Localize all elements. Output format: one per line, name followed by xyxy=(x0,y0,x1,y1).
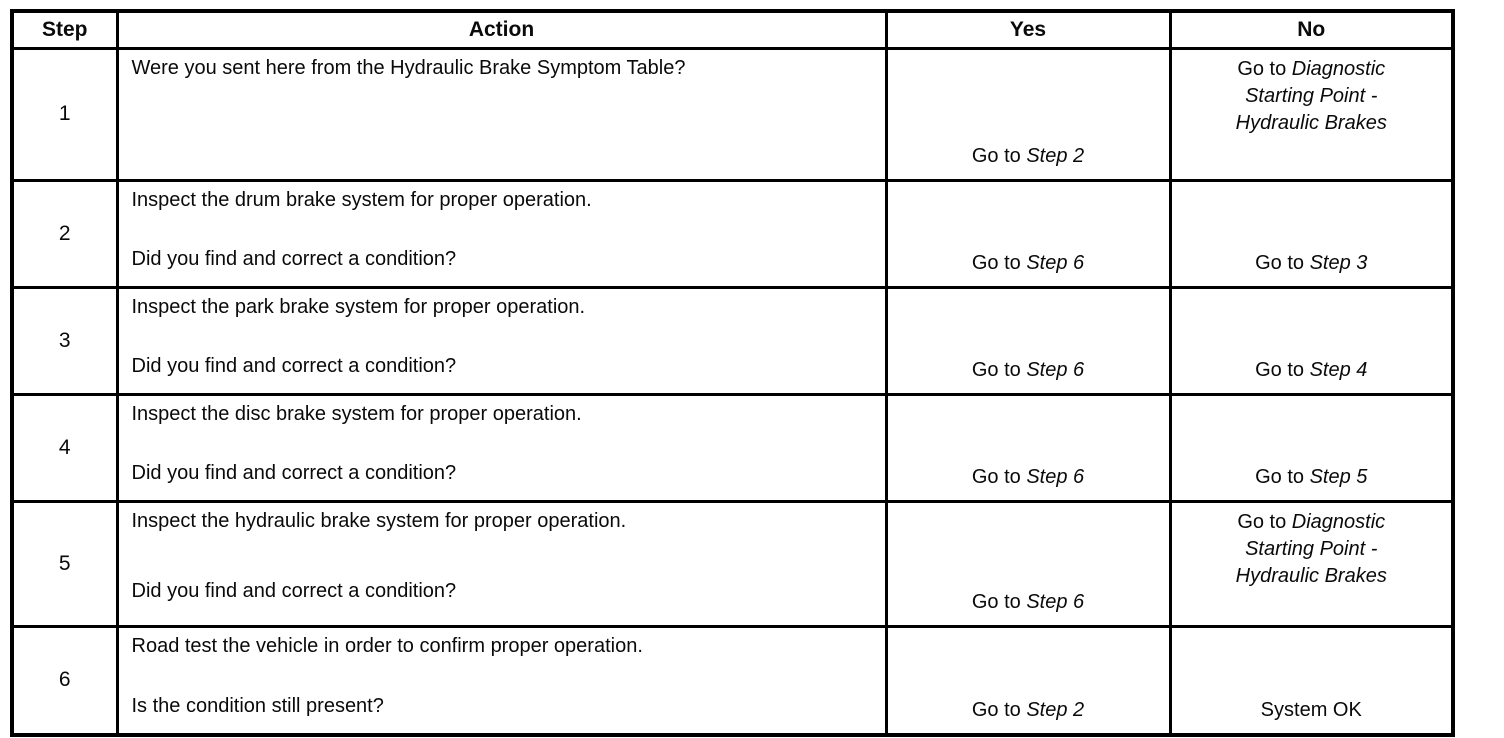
goto-target: Step 4 xyxy=(1309,358,1368,381)
action-line-1: Road test the vehicle in order to confir… xyxy=(131,634,643,657)
action-cell: Inspect the park brake system for proper… xyxy=(115,285,888,396)
goto-prefix: Go to xyxy=(971,698,1027,721)
goto-prefix: Go to xyxy=(1255,251,1310,274)
goto-prefix: Go to xyxy=(1237,57,1292,80)
yes-cell: Go to Step 6 xyxy=(884,285,1172,396)
no-cell: Go to Diagnostic Starting Point - Hydrau… xyxy=(1168,46,1455,182)
action-line-2: Did you find and correct a condition? xyxy=(131,461,457,484)
table-row: 2 Inspect the drum brake system for prop… xyxy=(10,178,1455,289)
action-line-2: Did you find and correct a condition? xyxy=(131,579,457,602)
action-cell: Inspect the hydraulic brake system for p… xyxy=(115,499,888,628)
goto-prefix: Go to xyxy=(971,144,1027,167)
yes-cell: Go to Step 6 xyxy=(884,178,1172,289)
no-cell: Go to Step 4 xyxy=(1168,285,1455,396)
action-cell: Were you sent here from the Hydraulic Br… xyxy=(115,46,888,182)
no-text: Go to Diagnostic Starting Point - Hydrau… xyxy=(1213,509,1409,590)
action-line-1: Inspect the hydraulic brake system for p… xyxy=(131,509,627,532)
goto-prefix: Go to xyxy=(1255,358,1310,381)
goto-target: Step 3 xyxy=(1309,251,1368,274)
goto-target: Diagnostic Starting Point - Hydraulic Br… xyxy=(1235,57,1387,134)
table-row: 1 Were you sent here from the Hydraulic … xyxy=(10,46,1455,182)
action-cell: Road test the vehicle in order to confir… xyxy=(115,624,888,736)
goto-target: Step 2 xyxy=(1026,144,1085,167)
header-yes: Yes xyxy=(884,9,1172,50)
step-cell: 4 xyxy=(10,392,119,503)
goto-prefix: Go to xyxy=(971,358,1027,381)
yes-cell: Go to Step 6 xyxy=(884,392,1172,503)
goto-prefix: Go to xyxy=(971,465,1027,488)
no-cell: Go to Step 3 xyxy=(1168,178,1455,289)
diagnostic-table: Step Action Yes No 1 Were you sent here … xyxy=(10,9,1455,737)
step-cell: 1 xyxy=(10,46,119,182)
step-cell: 6 xyxy=(10,624,119,736)
goto-target: Step 6 xyxy=(1026,251,1085,274)
no-cell: Go to Diagnostic Starting Point - Hydrau… xyxy=(1168,499,1455,628)
action-line-2: Did you find and correct a condition? xyxy=(131,354,457,377)
table-row: 4 Inspect the disc brake system for prop… xyxy=(10,392,1455,503)
goto-target: Diagnostic Starting Point - Hydraulic Br… xyxy=(1235,510,1387,587)
yes-cell: Go to Step 2 xyxy=(884,624,1172,736)
step-cell: 5 xyxy=(10,499,119,628)
action-line-1: Inspect the park brake system for proper… xyxy=(131,295,586,318)
table-row: 6 Road test the vehicle in order to conf… xyxy=(10,624,1455,736)
header-row: Step Action Yes No xyxy=(10,9,1455,50)
action-line-1: Were you sent here from the Hydraulic Br… xyxy=(131,56,686,79)
table-row: 3 Inspect the park brake system for prop… xyxy=(10,285,1455,396)
step-cell: 3 xyxy=(10,285,119,396)
step-cell: 2 xyxy=(10,178,119,289)
yes-cell: Go to Step 2 xyxy=(884,46,1172,182)
goto-prefix: Go to xyxy=(1237,510,1292,533)
action-line-1: Inspect the drum brake system for proper… xyxy=(131,188,592,211)
no-cell: Go to Step 5 xyxy=(1168,392,1455,503)
action-line-1: Inspect the disc brake system for proper… xyxy=(131,402,582,425)
goto-target: Step 6 xyxy=(1026,465,1085,488)
goto-prefix: Go to xyxy=(1255,465,1310,488)
action-cell: Inspect the drum brake system for proper… xyxy=(115,178,888,289)
goto-target: Step 6 xyxy=(1026,590,1085,613)
header-no: No xyxy=(1168,9,1455,50)
action-cell: Inspect the disc brake system for proper… xyxy=(115,392,888,503)
yes-cell: Go to Step 6 xyxy=(884,499,1172,628)
no-result-text: System OK xyxy=(1260,698,1362,721)
goto-prefix: Go to xyxy=(971,590,1027,613)
table-row: 5 Inspect the hydraulic brake system for… xyxy=(10,499,1455,628)
no-text: Go to Diagnostic Starting Point - Hydrau… xyxy=(1213,56,1409,137)
header-action: Action xyxy=(115,9,888,50)
goto-target: Step 6 xyxy=(1026,358,1085,381)
action-line-2: Did you find and correct a condition? xyxy=(131,247,457,270)
action-line-2: Is the condition still present? xyxy=(131,694,384,717)
goto-target: Step 5 xyxy=(1309,465,1368,488)
no-cell: System OK xyxy=(1168,624,1455,736)
header-step: Step xyxy=(10,9,119,50)
goto-prefix: Go to xyxy=(971,251,1027,274)
goto-target: Step 2 xyxy=(1026,698,1085,721)
